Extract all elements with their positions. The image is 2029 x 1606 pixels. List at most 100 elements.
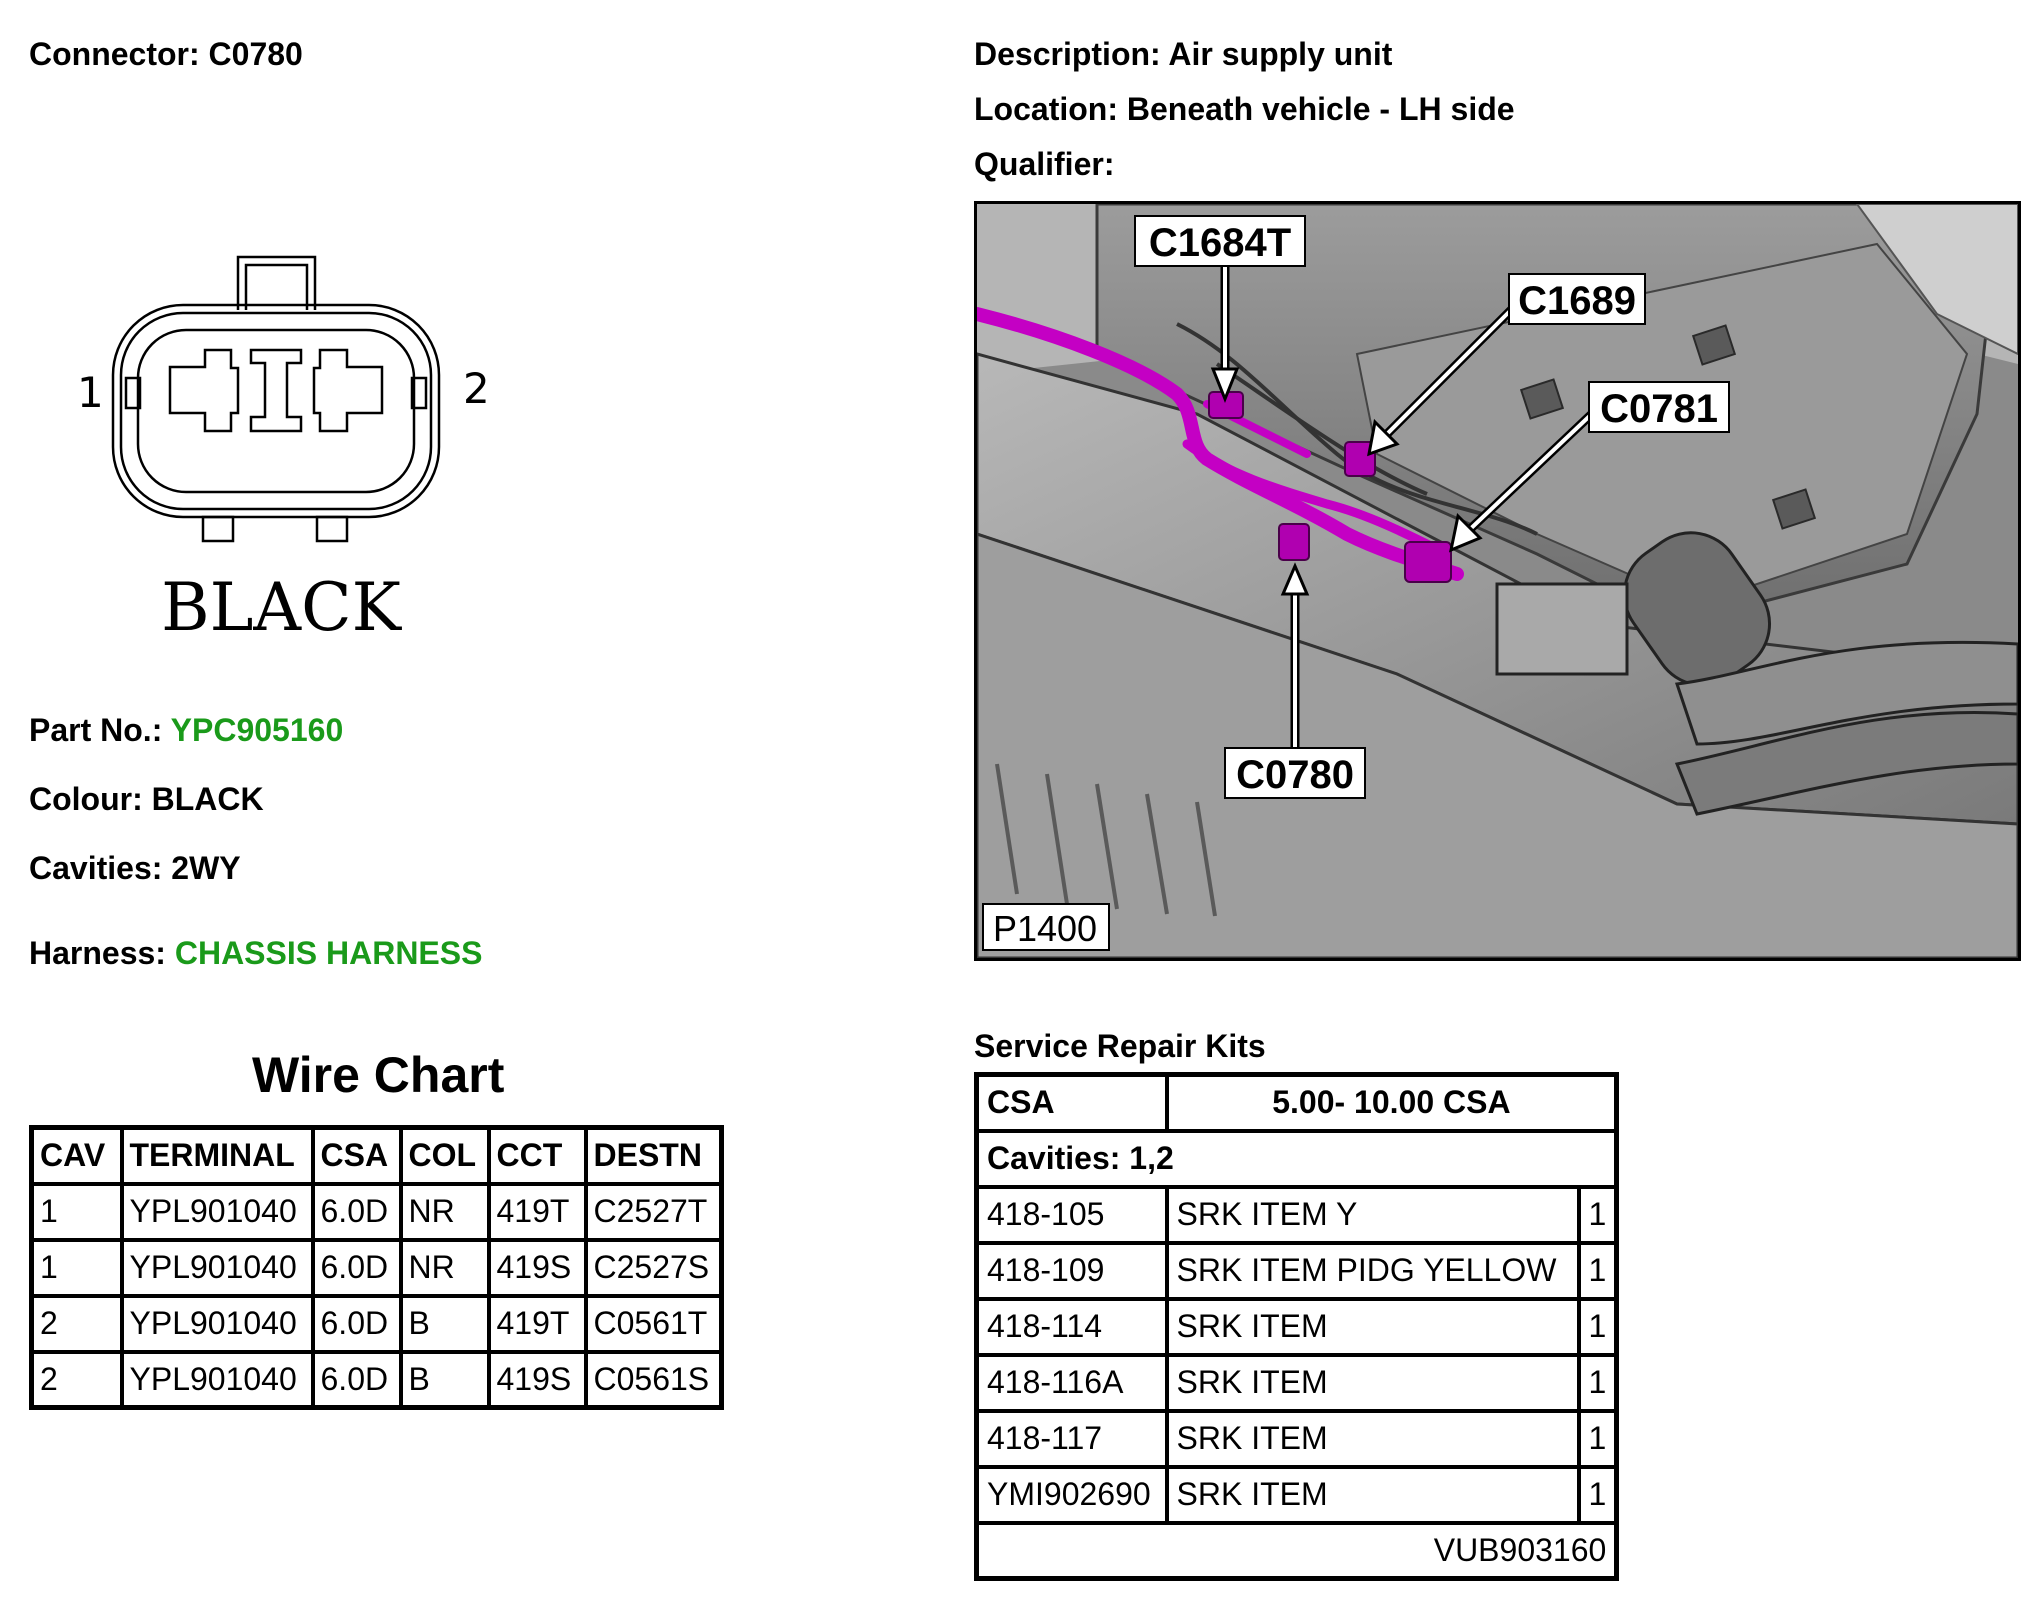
kits-cavities-row: Cavities: 1,2 (974, 1128, 1619, 1189)
wire-chart-header-row: CAV TERMINAL CSA COL CCT DESTN (29, 1125, 724, 1186)
c0781-connector (1404, 541, 1452, 583)
kits-footer-part-number: VUB903160 (974, 1520, 1619, 1581)
header-cct: CCT (486, 1125, 588, 1186)
kit-description: SRK ITEM Y (1164, 1184, 1581, 1245)
kits-footer-row: VUB903160 (974, 1520, 1619, 1581)
label-c0780: C0780 (1236, 753, 1354, 797)
c1689-connector (1344, 441, 1376, 477)
harness-label: Harness: (29, 935, 166, 971)
cell-terminal: YPL901040 (119, 1293, 315, 1354)
table-row: 418-109 SRK ITEM PIDG YELLOW 1 (974, 1240, 1619, 1301)
photo-reference: P1400 (993, 908, 1097, 949)
cavity-1-outline (168, 348, 240, 433)
kit-quantity: 1 (1576, 1184, 1619, 1245)
cell-col: B (398, 1293, 491, 1354)
cell-csa: 6.0D (310, 1237, 403, 1298)
label-c1684t: C1684T (1149, 221, 1291, 265)
pin-2-label: 2 (463, 364, 490, 413)
label-c1689: C1689 (1518, 279, 1636, 323)
kit-part-number: YMI902690 (974, 1464, 1169, 1525)
connector-shell-inner (136, 328, 416, 494)
kit-quantity: 1 (1576, 1240, 1619, 1301)
cell-terminal: YPL901040 (119, 1237, 315, 1298)
connector-value: C0780 (208, 36, 303, 72)
cell-destn: C2527S (583, 1237, 724, 1298)
cell-destn: C0561S (583, 1349, 724, 1410)
location-field: Location: Beneath vehicle - LH side (974, 93, 1515, 125)
part-no-field: Part No.: YPC905160 (29, 714, 343, 746)
cell-col: B (398, 1349, 491, 1410)
kits-csa-row: CSA 5.00- 10.00 CSA (974, 1072, 1619, 1133)
kit-quantity: 1 (1576, 1296, 1619, 1357)
cell-cct: 419S (486, 1349, 588, 1410)
service-repair-kits-title: Service Repair Kits (974, 1028, 1266, 1064)
kit-part-number: 418-117 (974, 1408, 1169, 1469)
cell-csa: 6.0D (310, 1181, 403, 1242)
connector-field: Connector: C0780 (29, 38, 303, 70)
connector-shell-outer (111, 303, 441, 519)
table-row: 2 YPL901040 6.0D B 419S C0561S (29, 1349, 724, 1410)
cavities-field: Cavities: 2WY (29, 852, 241, 884)
cell-csa: 6.0D (310, 1293, 403, 1354)
table-row: 418-105 SRK ITEM Y 1 (974, 1184, 1619, 1245)
connector-colour-label: BLACK (161, 569, 402, 645)
kit-description: SRK ITEM (1164, 1296, 1581, 1357)
kits-csa-value: 5.00- 10.00 CSA (1164, 1072, 1619, 1133)
wire-chart-table: CAV TERMINAL CSA COL CCT DESTN 1 YPL9010… (29, 1125, 724, 1410)
connector-label: Connector: (29, 36, 200, 72)
cell-cct: 419S (486, 1237, 588, 1298)
description-value: Air supply unit (1168, 36, 1393, 72)
table-row: YMI902690 SRK ITEM 1 (974, 1464, 1619, 1525)
kits-cavities: Cavities: 1,2 (974, 1128, 1619, 1189)
cell-csa: 6.0D (310, 1349, 403, 1410)
cell-cav: 2 (29, 1293, 124, 1354)
connector-latch (236, 255, 317, 310)
header-cav: CAV (29, 1125, 124, 1186)
kit-description: SRK ITEM PIDG YELLOW (1164, 1240, 1581, 1301)
cell-destn: C2527T (583, 1181, 724, 1242)
header-csa: CSA (310, 1125, 403, 1186)
service-repair-kits-table: CSA 5.00- 10.00 CSA Cavities: 1,2 418-10… (974, 1072, 1620, 1581)
kit-part-number: 418-116A (974, 1352, 1169, 1413)
location-value: Beneath vehicle - LH side (1126, 91, 1515, 127)
cell-cct: 419T (486, 1181, 588, 1242)
cell-terminal: YPL901040 (119, 1349, 315, 1410)
cell-cct: 419T (486, 1293, 588, 1354)
colour-value: BLACK (151, 781, 264, 817)
header-destn: DESTN (583, 1125, 724, 1186)
label-c0781: C0781 (1600, 387, 1718, 431)
table-row: 418-117 SRK ITEM 1 (974, 1408, 1619, 1469)
c0780-connector (1278, 523, 1310, 561)
harness-value[interactable]: CHASSIS HARNESS (174, 935, 483, 971)
location-label: Location: (974, 91, 1118, 127)
part-no-value[interactable]: YPC905160 (170, 712, 344, 748)
table-row: 1 YPL901040 6.0D NR 419T C2527T (29, 1181, 724, 1242)
wire-chart-title: Wire Chart (252, 1047, 505, 1103)
cell-col: NR (398, 1181, 491, 1242)
part-no-label: Part No.: (29, 712, 163, 748)
center-terminal-outline (249, 348, 303, 433)
cell-terminal: YPL901040 (119, 1181, 315, 1242)
header-col: COL (398, 1125, 491, 1186)
pin-1-label: 1 (77, 368, 104, 417)
kit-quantity: 1 (1576, 1464, 1619, 1525)
table-row: 418-114 SRK ITEM 1 (974, 1296, 1619, 1357)
description-field: Description: Air supply unit (974, 38, 1392, 70)
kit-quantity: 1 (1576, 1352, 1619, 1413)
location-photo: C1684T C1689 C0781 C0780 P1400 (974, 201, 2021, 961)
cell-col: NR (398, 1237, 491, 1298)
kit-description: SRK ITEM (1164, 1352, 1581, 1413)
colour-label: Colour: (29, 781, 143, 817)
cavities-value: 2WY (171, 850, 241, 886)
colour-field: Colour: BLACK (29, 783, 264, 815)
table-row: 2 YPL901040 6.0D B 419T C0561T (29, 1293, 724, 1354)
qualifier-field: Qualifier: (974, 148, 1114, 180)
kit-part-number: 418-105 (974, 1184, 1169, 1245)
kit-part-number: 418-109 (974, 1240, 1169, 1301)
description-label: Description: (974, 36, 1161, 72)
harness-field: Harness: CHASSIS HARNESS (29, 937, 482, 969)
kit-quantity: 1 (1576, 1408, 1619, 1469)
connector-shell-mid (119, 311, 433, 511)
cell-cav: 1 (29, 1181, 124, 1242)
table-row: 418-116A SRK ITEM 1 (974, 1352, 1619, 1413)
